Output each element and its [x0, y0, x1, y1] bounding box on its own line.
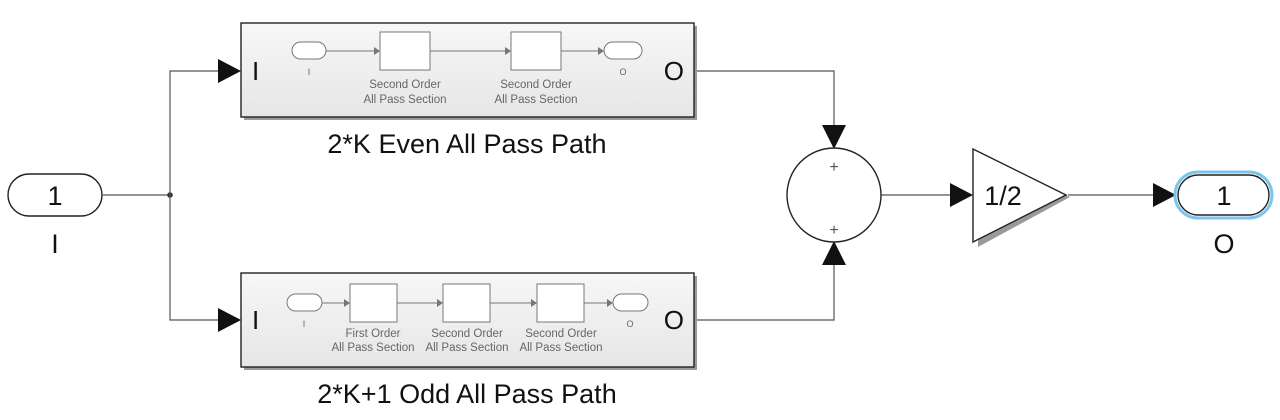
arrow-outport-in: [1153, 183, 1176, 207]
odd-inner-in-label: I: [303, 319, 306, 329]
odd-section-2-box: [442, 283, 491, 323]
odd-path-subsystem[interactable]: I O I First Order All Pass Section Secon…: [240, 272, 697, 370]
arrow-even-in: [218, 59, 241, 83]
even-inner-in-label: I: [308, 67, 311, 77]
inport-block[interactable]: 1 I: [7, 173, 103, 259]
odd-section-3-box: [536, 283, 585, 323]
odd-section-2-line1: Second Order: [431, 328, 503, 340]
arrow-sum-top: [822, 125, 846, 149]
even-section-1-line1: Second Order: [369, 79, 441, 91]
outport-label: O: [1213, 229, 1234, 259]
arrowheads: [218, 59, 1176, 332]
even-section-2-line2: All Pass Section: [494, 94, 577, 106]
odd-section-1-box: [349, 283, 398, 323]
even-section-2-box: [510, 31, 562, 71]
odd-section-1-line2: All Pass Section: [331, 342, 414, 354]
odd-path-preview: I First Order All Pass Section Second Or…: [286, 283, 649, 354]
outport-number: 1: [1216, 181, 1231, 211]
inport-number: 1: [47, 181, 62, 211]
odd-section-1-line1: First Order: [346, 328, 401, 340]
outport-block[interactable]: 1 O: [1173, 170, 1274, 259]
arrow-odd-in: [218, 308, 241, 332]
sum-block[interactable]: + +: [786, 147, 882, 243]
even-path-out-port-label: O: [664, 56, 684, 86]
odd-path-out-port-label: O: [664, 305, 684, 335]
inport-label: I: [51, 229, 59, 259]
even-path-caption: 2*K Even All Pass Path: [327, 129, 606, 159]
even-section-1-box: [379, 31, 431, 71]
arrow-gain-in: [950, 183, 973, 207]
odd-path-in-port-label: I: [252, 305, 259, 335]
even-section-1-line2: All Pass Section: [363, 94, 446, 106]
even-section-2-line1: Second Order: [500, 79, 572, 91]
even-path-subsystem[interactable]: I O I Second Order All Pass Section Seco…: [240, 22, 697, 120]
gain-block[interactable]: 1/2: [972, 147, 1070, 247]
gain-value: 1/2: [984, 181, 1022, 211]
odd-inner-out-label: O: [626, 319, 633, 329]
outport-selection-highlight: [1173, 170, 1274, 220]
odd-section-2-line2: All Pass Section: [425, 342, 508, 354]
odd-section-3-line2: All Pass Section: [519, 342, 602, 354]
arrow-sum-bottom: [822, 241, 846, 265]
odd-section-3-line1: Second Order: [525, 328, 597, 340]
sum-sign-top: +: [829, 159, 838, 176]
even-path-preview: I Second Order All Pass Section Second O…: [291, 31, 643, 106]
odd-path-caption: 2*K+1 Odd All Pass Path: [317, 379, 616, 409]
even-inner-out-label: O: [619, 67, 626, 77]
sum-sign-bottom: +: [829, 222, 838, 239]
even-path-in-port-label: I: [252, 56, 259, 86]
signal-lines: [103, 70, 1153, 321]
